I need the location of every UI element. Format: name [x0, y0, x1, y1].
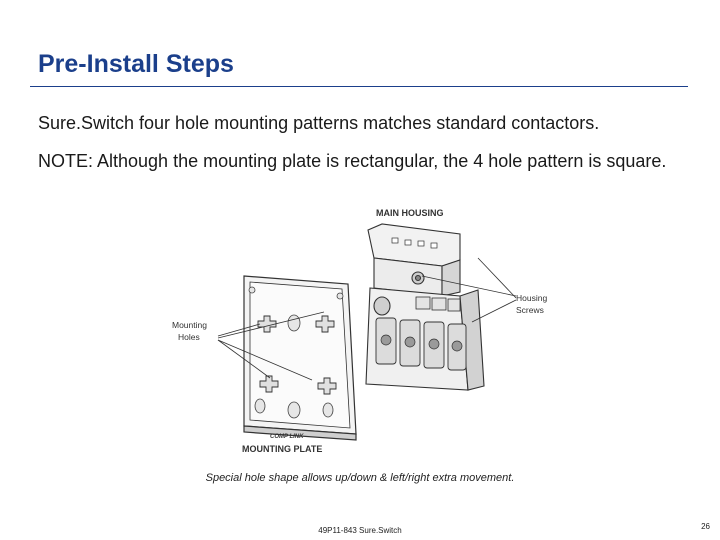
label-mounting-holes-line2: Holes — [178, 332, 200, 342]
main-housing — [365, 223, 485, 391]
paragraph-mounting-pattern: Sure.Switch four hole mounting patterns … — [38, 113, 600, 133]
mounting-hole-top-right — [315, 315, 335, 333]
callout-lines — [217, 257, 517, 381]
label-housing-screws-line2: Screws — [516, 305, 544, 315]
contactor-diagram-svg: MAIN HOUSING Housing Screws Mounting Hol… — [172, 208, 547, 454]
title-underline — [30, 86, 688, 87]
label-mounting-plate: MOUNTING PLATE — [242, 444, 322, 454]
label-main-housing: MAIN HOUSING — [376, 208, 444, 218]
paragraph-note: NOTE: Although the mounting plate is rec… — [38, 151, 667, 171]
label-mounting-holes-line1: Mounting — [172, 320, 207, 330]
mounting-hole-bottom-left — [259, 375, 279, 393]
label-housing-screws-line1: Housing — [516, 293, 547, 303]
slide-title: Pre-Install Steps — [38, 50, 234, 78]
slide-footer: 49P11-843 Sure.Switch — [318, 526, 402, 535]
contactor-diagram: MAIN HOUSING Housing Screws Mounting Hol… — [160, 200, 560, 460]
label-plate-edge: COMP LINK — [270, 434, 304, 440]
figure-caption: Special hole shape allows up/down & left… — [205, 472, 515, 484]
page-number: 26 — [701, 522, 710, 531]
mounting-hole-bottom-right — [317, 377, 337, 395]
